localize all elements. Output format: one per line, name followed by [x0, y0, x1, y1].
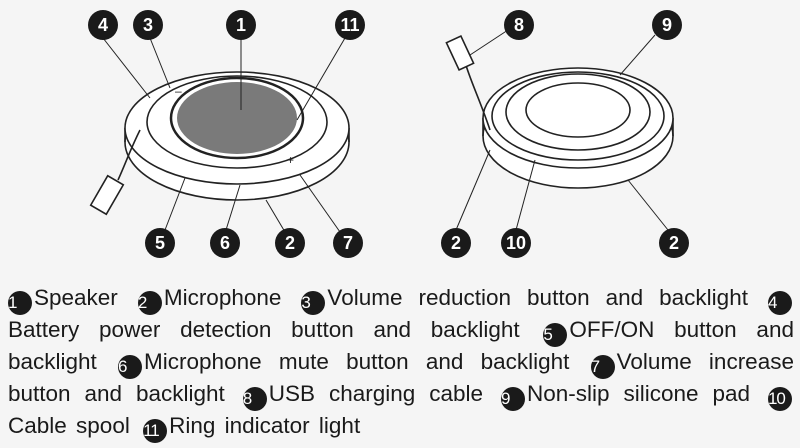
plus-mark: +	[287, 153, 294, 167]
back-view-device	[445, 29, 674, 231]
callout-1: 1	[226, 10, 256, 40]
callout-2: 2	[441, 228, 471, 258]
callout-2: 2	[275, 228, 305, 258]
callout-6: 6	[210, 228, 240, 258]
callout-8: 8	[504, 10, 534, 40]
front-view-device	[89, 37, 350, 233]
callout-3: 3	[133, 10, 163, 40]
legend-item: 4Battery power detection button and back…	[8, 285, 794, 342]
callout-10: 10	[501, 228, 531, 258]
speaker-grille	[177, 82, 297, 154]
callout-4: 4	[88, 10, 118, 40]
callout-5: 5	[145, 228, 175, 258]
callout-7: 7	[333, 228, 363, 258]
callout-9: 9	[652, 10, 682, 40]
minus-mark: –	[175, 84, 182, 98]
legend-item: 10Cable spool	[8, 381, 794, 438]
product-diagram: – + 4 3 1 11 5 6 2 7 8 9 2 10 2	[88, 10, 689, 258]
callout-2: 2	[659, 228, 689, 258]
device-illustration: – +	[89, 29, 674, 233]
callout-11: 11	[335, 10, 365, 40]
